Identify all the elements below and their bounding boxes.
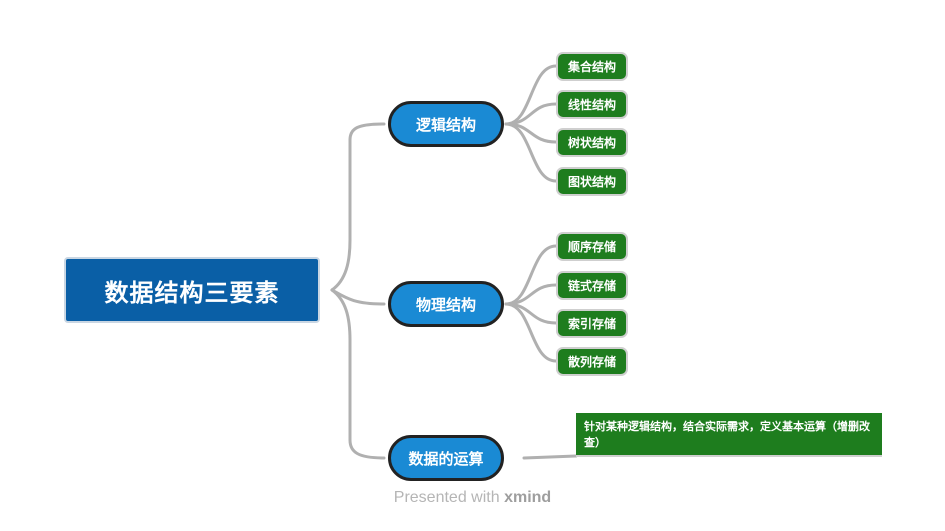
root-topic[interactable]: 数据结构三要素: [64, 257, 320, 323]
leaf-set-structure[interactable]: 集合结构: [556, 52, 628, 81]
leaf-sequential-storage[interactable]: 顺序存储: [556, 232, 628, 261]
physical-connector-4: [504, 302, 558, 363]
root-connector-top: [330, 122, 386, 292]
leaf-linear-structure[interactable]: 线性结构: [556, 90, 628, 119]
branch-logical-structure[interactable]: 逻辑结构: [388, 101, 504, 147]
leaf-indexed-storage[interactable]: 索引存储: [556, 309, 628, 338]
leaf-linked-storage[interactable]: 链式存储: [556, 271, 628, 300]
branch-physical-structure[interactable]: 物理结构: [388, 281, 504, 327]
footer-prefix: Presented with: [393, 489, 500, 506]
leaf-tree-structure[interactable]: 树状结构: [556, 128, 628, 157]
operations-connector: [522, 454, 578, 460]
xmind-brand: xmind: [504, 489, 552, 506]
leaf-graph-structure[interactable]: 图状结构: [556, 167, 628, 196]
operations-note[interactable]: 针对某种逻辑结构，结合实际需求，定义基本运算（增删改查）: [576, 413, 882, 457]
leaf-hashed-storage[interactable]: 散列存储: [556, 347, 628, 376]
root-connector-bottom: [330, 288, 386, 460]
logic-connector-4: [504, 122, 558, 183]
presented-with-footer: Presented with xmind: [0, 489, 945, 507]
branch-data-operations[interactable]: 数据的运算: [388, 435, 504, 481]
